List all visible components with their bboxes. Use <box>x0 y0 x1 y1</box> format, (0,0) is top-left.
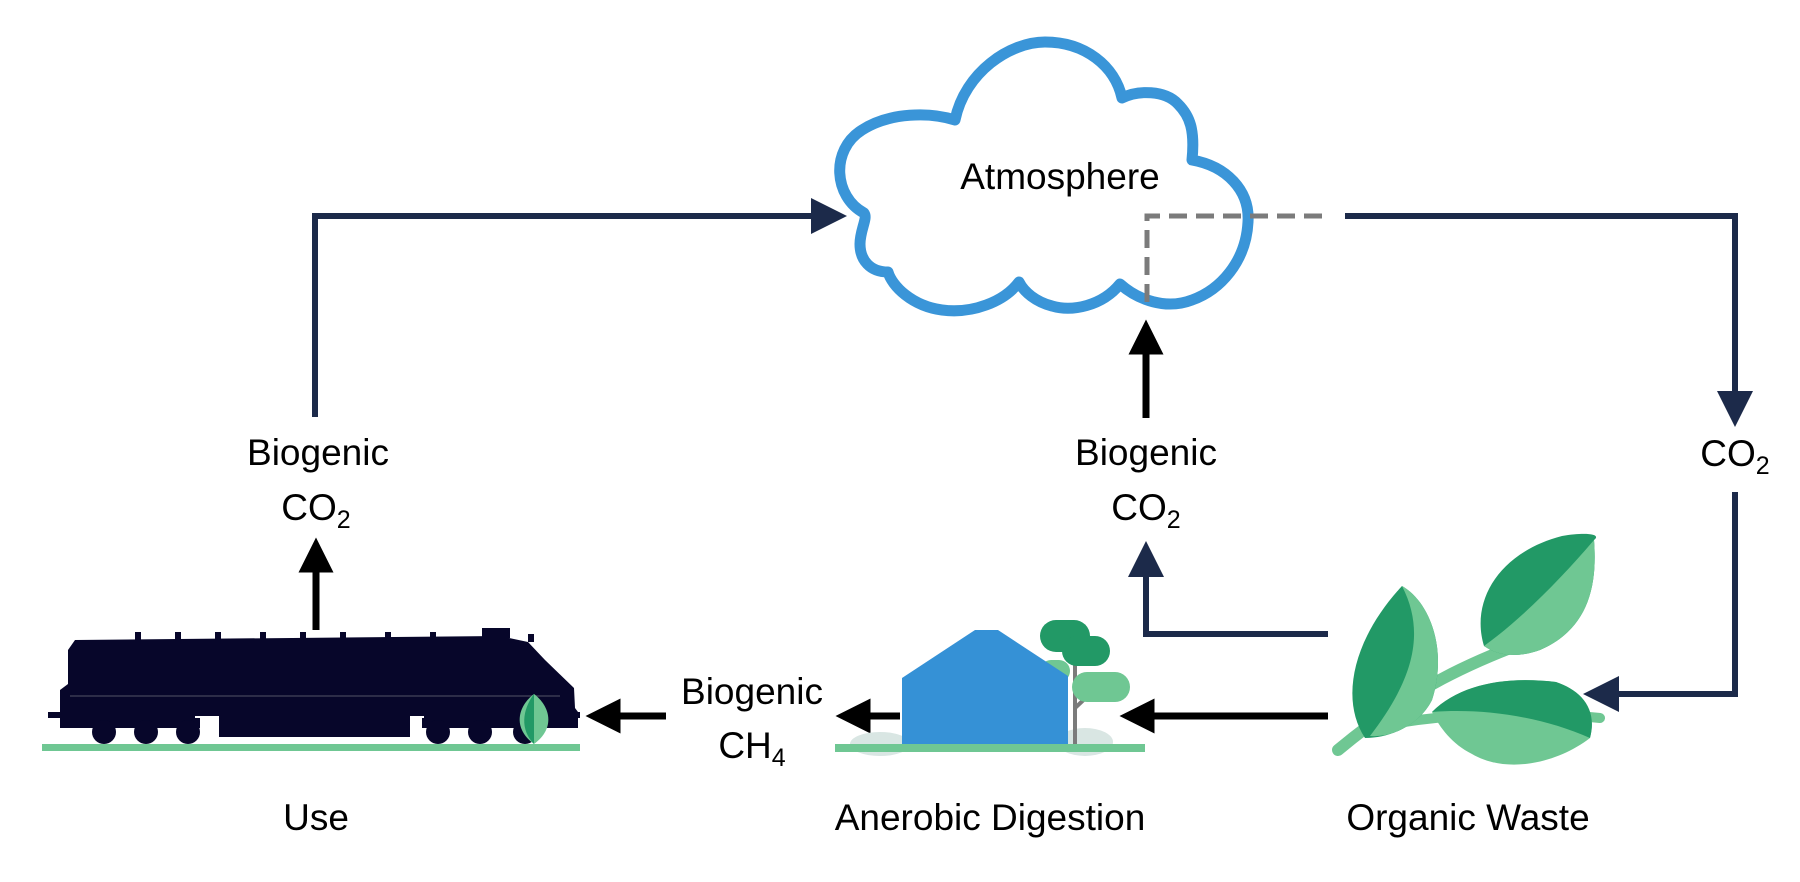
left-co2-sub: 2 <box>337 506 351 534</box>
left-biogenic-co2-label: Biogenic CO2 <box>247 432 389 534</box>
svg-text:CO2: CO2 <box>1700 433 1769 480</box>
svg-text:CO2: CO2 <box>1111 487 1180 534</box>
middle-co2-base: CO <box>1111 487 1167 528</box>
right-co2-label: CO2 <box>1700 433 1769 480</box>
locomotive-icon <box>42 628 580 751</box>
ch4-sub: 4 <box>772 744 786 772</box>
middle-co2-sub: 2 <box>1167 506 1181 534</box>
right-co2-sub: 2 <box>1756 452 1770 480</box>
atmosphere-label: Atmosphere <box>960 156 1160 197</box>
ch4-biogenic-word: Biogenic <box>681 671 823 712</box>
ch4-base: CH <box>718 725 771 766</box>
middle-biogenic-co2-label: Biogenic CO2 <box>1075 432 1217 534</box>
svg-text:CH4: CH4 <box>718 725 785 772</box>
left-biogenic-word: Biogenic <box>247 432 389 473</box>
middle-biogenic-word: Biogenic <box>1075 432 1217 473</box>
dashed-flow-line <box>1144 213 1325 302</box>
leaves-icon <box>1332 533 1605 765</box>
digester-building-icon <box>835 620 1145 756</box>
flow-use-to-atmosphere <box>312 198 847 417</box>
use-label: Use <box>283 797 349 838</box>
flow-atmosphere-to-co2 <box>1345 213 1753 427</box>
organic-waste-label: Organic Waste <box>1346 797 1589 838</box>
flow-waste-to-middle-co2 <box>1128 541 1328 637</box>
anerobic-digestion-label: Anerobic Digestion <box>835 797 1146 838</box>
right-co2-base: CO <box>1700 433 1756 474</box>
flow-co2-to-waste <box>1583 492 1738 712</box>
biogenic-ch4-label: Biogenic CH4 <box>681 671 823 772</box>
left-co2-base: CO <box>281 487 337 528</box>
svg-text:CO2: CO2 <box>281 487 350 534</box>
